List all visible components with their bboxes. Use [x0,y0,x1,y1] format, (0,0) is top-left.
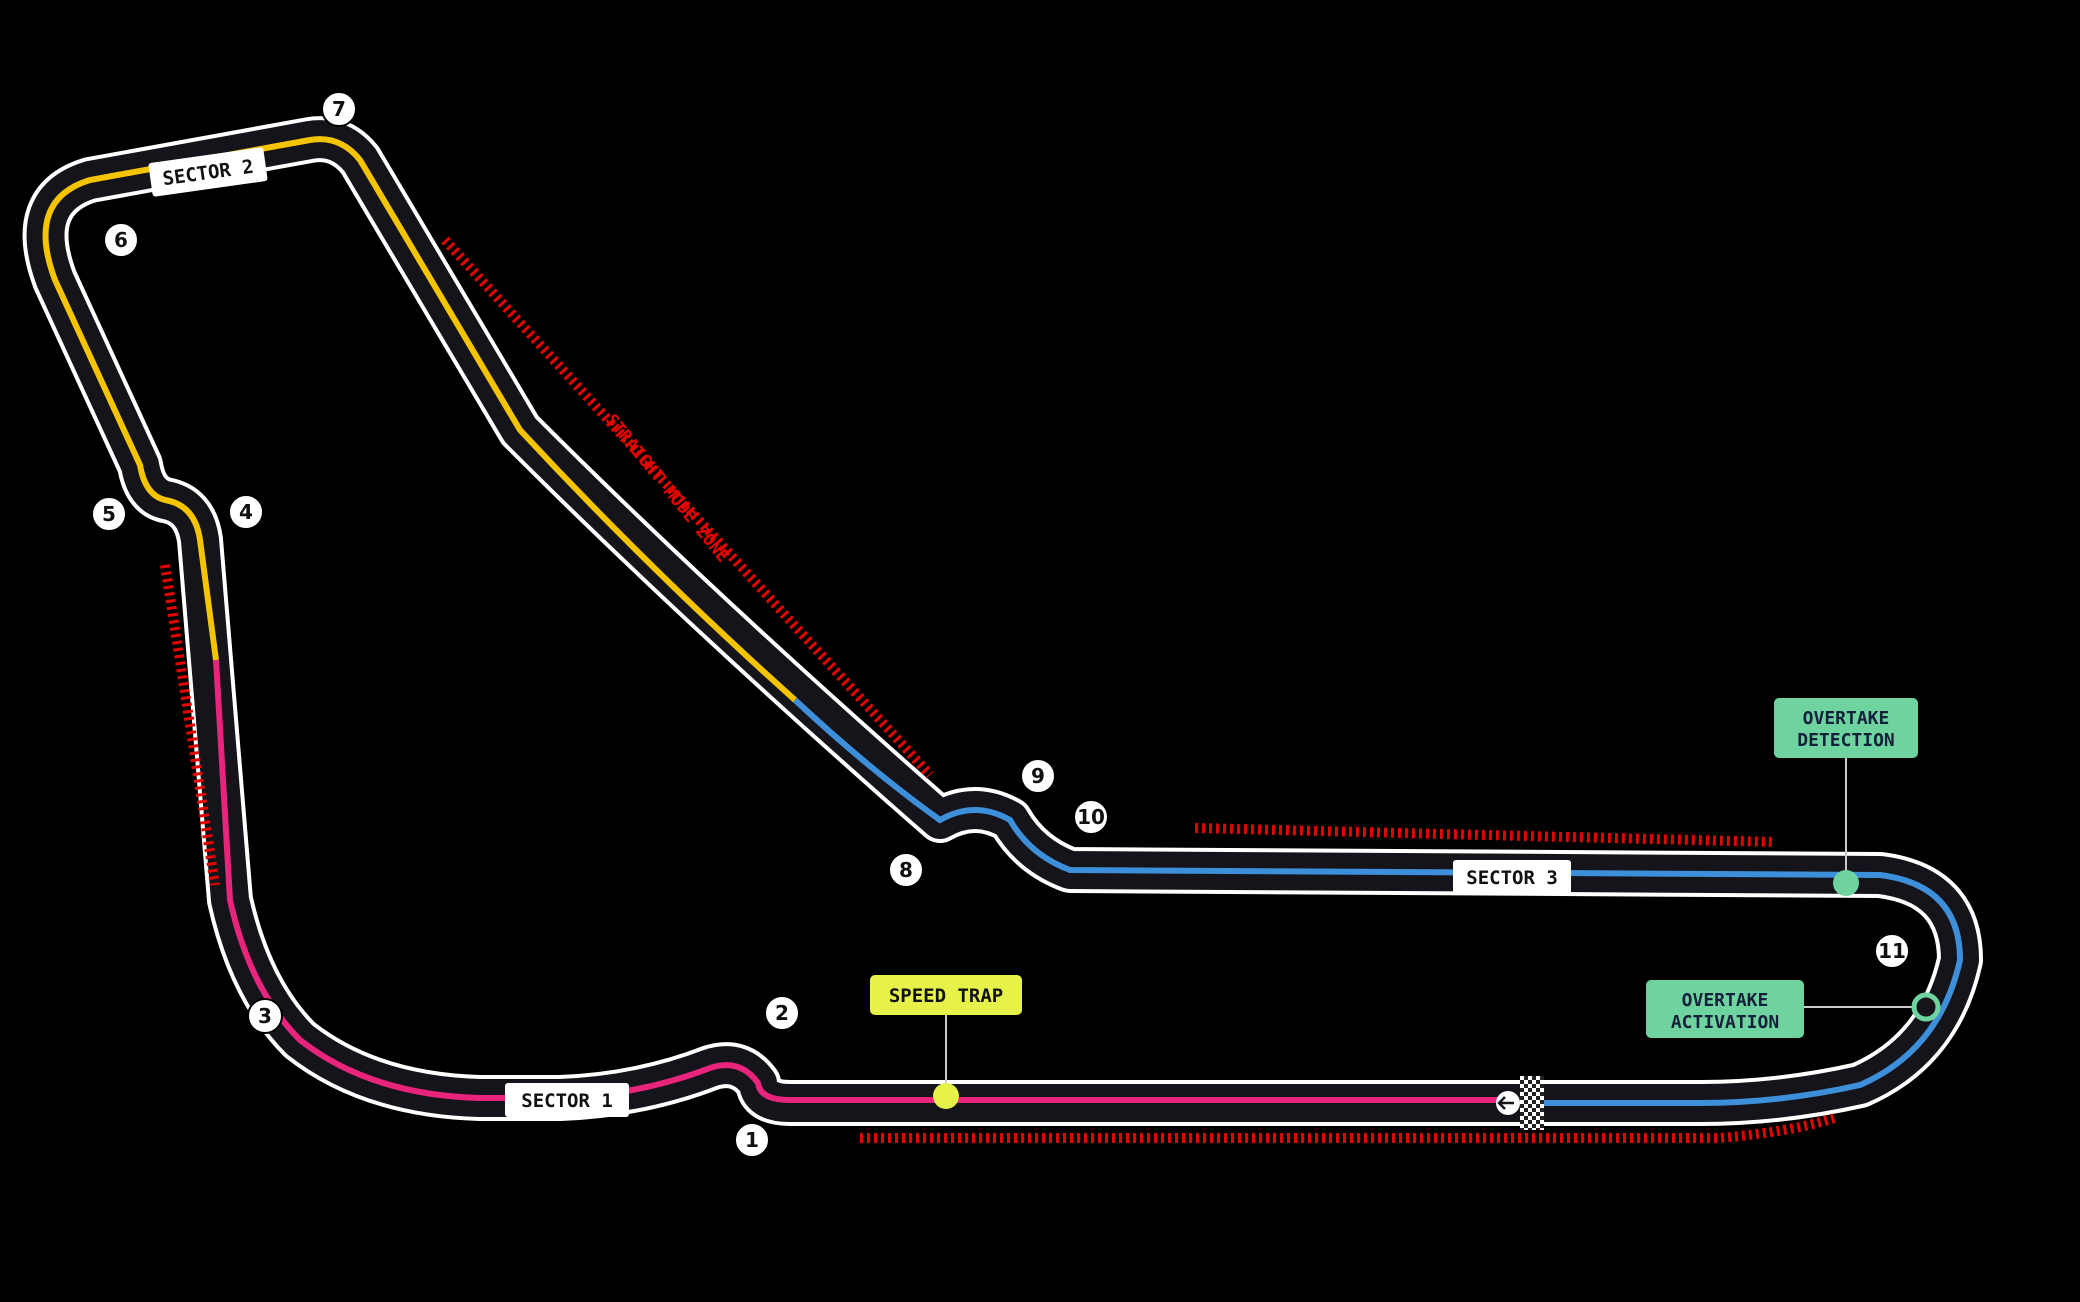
corner-11: 11 [1874,933,1910,969]
svg-text:11: 11 [1878,939,1906,963]
svg-text:7: 7 [332,97,346,121]
svg-text:8: 8 [899,858,913,882]
svg-text:10: 10 [1077,805,1105,829]
checkered-flag-icon [1520,1076,1544,1130]
straight-mode-zone-main [441,236,934,779]
sector-2-line [42,136,798,703]
straight-mode-zone-back [1194,823,1776,847]
corner-9: 9 [1020,758,1056,794]
corner-1: 1 [734,1122,770,1158]
corner-5: 5 [91,496,127,532]
straight-mode-zone-left [160,564,220,886]
overtake-activation-marker [1911,992,1941,1022]
svg-text:6: 6 [114,228,128,252]
svg-text:DETECTION: DETECTION [1797,730,1895,751]
speed-trap-label: SPEED TRAP [870,975,1022,1015]
svg-text:3: 3 [258,1004,272,1028]
corner-8: 8 [888,852,924,888]
sector-3-line [792,697,1964,1106]
overtake-activation-label: OVERTAKE ACTIVATION [1646,980,1804,1038]
sector-3-label: SECTOR 3 [1453,860,1571,894]
corner-4: 4 [228,494,264,530]
overtake-detection-label: OVERTAKE DETECTION [1774,698,1918,758]
corner-6: 6 [103,222,139,258]
svg-text:4: 4 [239,500,253,524]
svg-text:ACTIVATION: ACTIVATION [1671,1012,1779,1033]
svg-text:9: 9 [1031,764,1045,788]
sector-2-label: SECTOR 2 [148,147,268,197]
svg-text:SPEED TRAP: SPEED TRAP [889,985,1003,1007]
svg-text:2: 2 [775,1001,789,1025]
corner-2: 2 [764,995,800,1031]
svg-text:1: 1 [745,1128,759,1152]
corner-3: 3 [247,998,283,1034]
track-outline [22,116,1983,1126]
corner-10: 10 [1073,799,1109,835]
svg-text:SECTOR 3: SECTOR 3 [1466,867,1558,889]
overtake-detection-marker [1833,870,1859,896]
track-asphalt [26,120,1979,1122]
svg-text:SECTOR 1: SECTOR 1 [521,1090,613,1112]
sector-1-label: SECTOR 1 [505,1083,629,1117]
svg-text:5: 5 [102,502,116,526]
corner-7: 7 [321,91,357,127]
straight-mode-zone-front [860,1113,1837,1143]
svg-text:OVERTAKE: OVERTAKE [1682,990,1769,1011]
svg-text:OVERTAKE: OVERTAKE [1803,708,1890,729]
speed-trap-marker [933,1083,959,1109]
